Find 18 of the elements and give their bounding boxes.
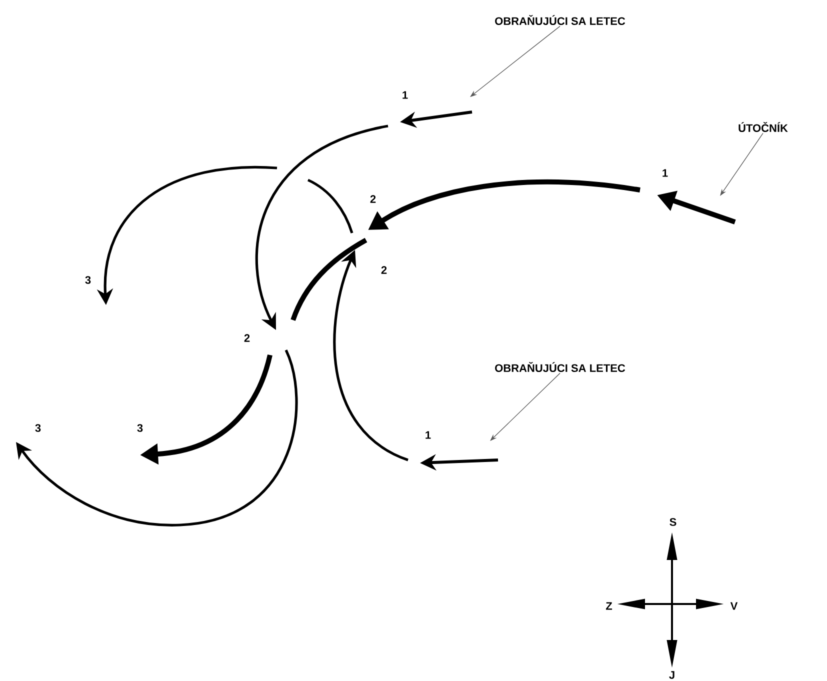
- callout-number: 1: [662, 169, 668, 177]
- callout-number: 2: [244, 334, 250, 342]
- caption-label: OBRAŇUJÚCI SA LETEC: [495, 362, 626, 372]
- compass-letter: Z: [606, 602, 612, 610]
- leader-line: [470, 26, 560, 97]
- callout-number: 1: [426, 431, 431, 439]
- callout-number: 3: [85, 276, 91, 284]
- callout-number: 2: [381, 266, 387, 274]
- callout-number: 3: [35, 424, 41, 432]
- callout-number: 2: [370, 195, 376, 203]
- callout-number: 1: [402, 91, 408, 99]
- leader-line: [490, 372, 560, 441]
- caption-label: ÚTOČNÍK: [738, 122, 788, 132]
- caption-label: OBRAŇUJÚCI SA LETEC: [495, 15, 626, 25]
- compass-letter: V: [730, 602, 738, 610]
- compass-letter: J: [669, 671, 674, 679]
- compass-letter: S: [670, 518, 676, 526]
- callout-number: 3: [137, 424, 143, 432]
